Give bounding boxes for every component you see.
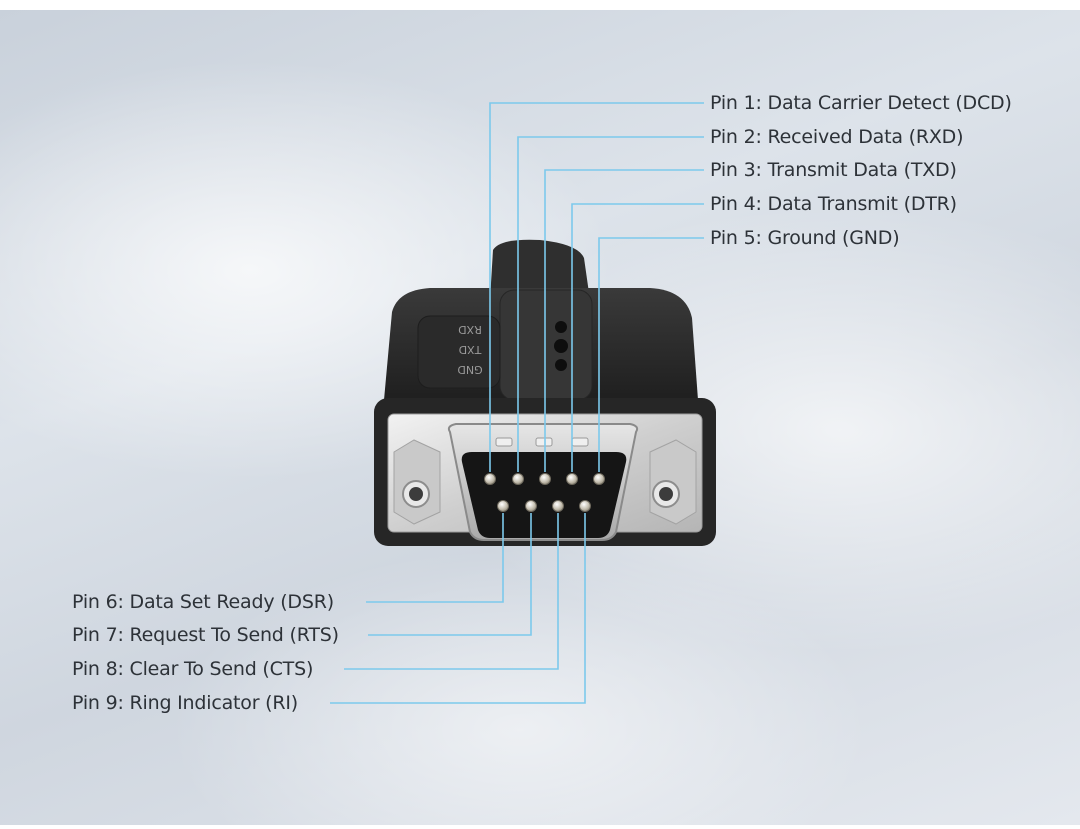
pin-9 [579, 500, 591, 512]
pin-insulator [461, 452, 627, 538]
left-screw-hole [393, 439, 441, 525]
leader-line-pin-2 [517, 136, 704, 472]
pin-4 [566, 473, 578, 485]
pin-3-label: Pin 3: Transmit Data (TXD) [710, 159, 957, 181]
leader-line-pin-6 [366, 513, 504, 603]
leader-line-pin-8 [344, 513, 559, 670]
shell-dimples [495, 437, 589, 447]
right-screw-hole [649, 439, 697, 525]
pin-6-label: Pin 6: Data Set Ready (DSR) [72, 591, 334, 613]
pin-7 [525, 500, 537, 512]
housing-center-rib [499, 289, 593, 401]
leader-line-pin-1 [489, 102, 704, 472]
pin-5 [593, 473, 605, 485]
pin-6 [497, 500, 509, 512]
pin-3 [539, 473, 551, 485]
housing-mark-gnd: GND [457, 363, 482, 376]
pin-2-label: Pin 2: Received Data (RXD) [710, 126, 964, 148]
leader-line-pin-3 [544, 169, 704, 472]
pins [484, 473, 605, 512]
leader-line-pin-5 [598, 237, 704, 472]
housing-marks: RXD TXD GND [457, 323, 482, 376]
pin-8-label: Pin 8: Clear To Send (CTS) [72, 658, 314, 680]
leader-lines [330, 102, 704, 704]
housing-holes [554, 321, 568, 371]
pin-1 [484, 473, 496, 485]
pin-9-label: Pin 9: Ring Indicator (RI) [72, 692, 298, 714]
pin-2 [512, 473, 524, 485]
pin-4-label: Pin 4: Data Transmit (DTR) [710, 193, 957, 215]
housing-label-panel [417, 315, 501, 389]
leader-line-pin-4 [571, 203, 704, 472]
housing-mark-txd: TXD [459, 343, 483, 356]
housing-mark-rxd: RXD [458, 323, 482, 336]
leader-line-pin-9 [330, 513, 586, 704]
cable-strain-relief [490, 239, 590, 300]
leader-line-pin-7 [368, 513, 532, 636]
pin-7-label: Pin 7: Request To Send (RTS) [72, 624, 339, 646]
pin-1-label: Pin 1: Data Carrier Detect (DCD) [710, 92, 1012, 114]
pin-5-label: Pin 5: Ground (GND) [710, 227, 900, 249]
pin-8 [552, 500, 564, 512]
